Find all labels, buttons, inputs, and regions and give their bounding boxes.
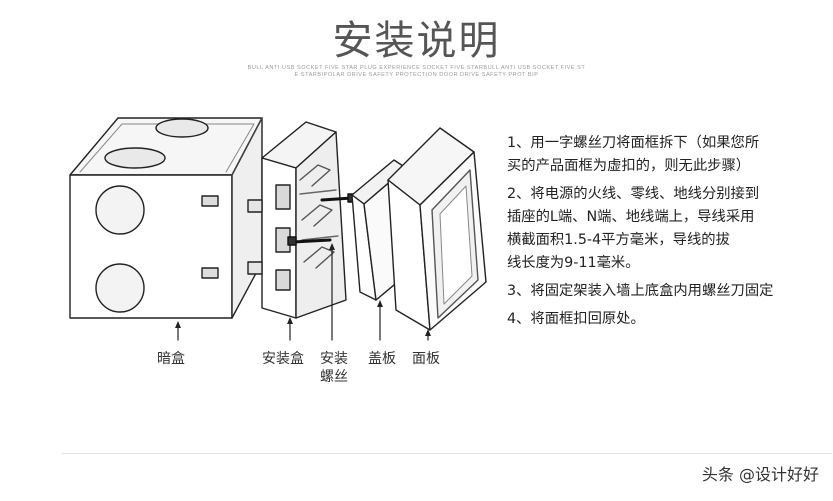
subtitle-line-2: E STARBIPOLAR DRIVE SAFETY PROTECTION DO… xyxy=(294,72,539,78)
install-steps: 1、用一字螺丝刀将面框拆下（如果您所 买的产品面框为虚扣的，则无此步骤） 2、将… xyxy=(507,132,825,331)
face-plate-drawing xyxy=(387,127,487,331)
face-plate-label: 面板 xyxy=(412,351,440,367)
watermark: 头条 @设计好好 xyxy=(701,465,819,484)
subtitle-line-1: BULL ANTI USB SOCKET FIVE STAR PLUG EXPE… xyxy=(247,65,586,71)
mount-box-drawing xyxy=(247,121,357,319)
step-4: 4、将面框扣回原处。 xyxy=(507,311,645,327)
bottom-divider xyxy=(62,453,832,454)
dark-box-drawing xyxy=(69,117,263,319)
cover-plate-label: 盖板 xyxy=(368,351,396,367)
screw-label-line2: 螺丝 xyxy=(320,369,348,385)
leader-lines xyxy=(177,247,429,341)
step-1: 1、用一字螺丝刀将面框拆下（如果您所 买的产品面框为虚扣的，则无此步骤） xyxy=(507,135,760,174)
page-title: 安装说明 xyxy=(332,18,501,64)
dark-box-label: 暗盒 xyxy=(157,351,185,367)
screw-label-line1: 安装 xyxy=(320,351,348,367)
leader-arrows xyxy=(175,243,431,336)
step-3: 3、将固定架装入墙上底盒内用螺丝刀固定 xyxy=(507,283,774,299)
step-2: 2、将电源的火线、零线、地线分别接到 插座的L端、N端、地线端上，导线采用 横截… xyxy=(507,186,760,271)
mount-box-label: 安装盒 xyxy=(262,351,304,367)
